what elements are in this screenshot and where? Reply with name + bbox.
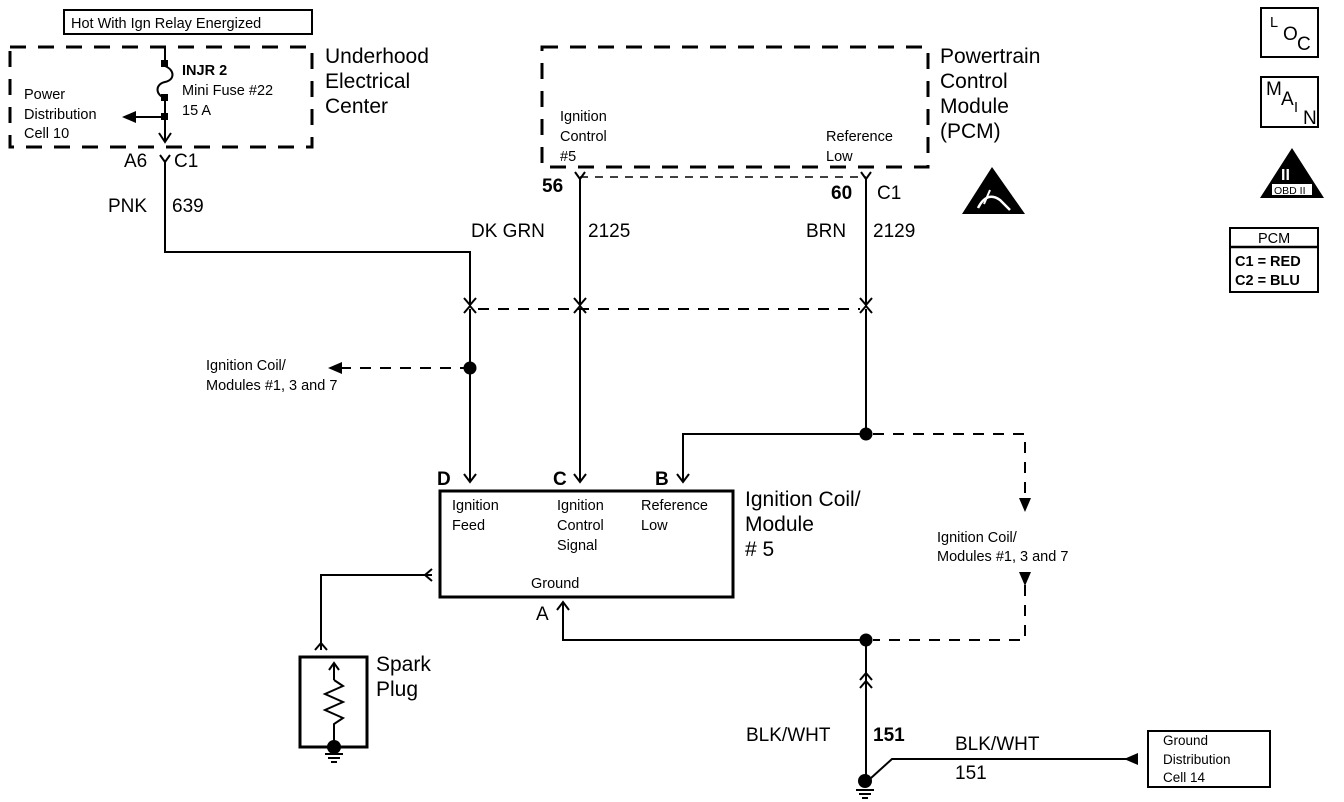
svg-text:C: C bbox=[1297, 34, 1311, 55]
relay-energized-text: Hot With Ign Relay Energized bbox=[71, 16, 261, 32]
svg-text:O: O bbox=[1283, 24, 1298, 45]
ground-distribution-label: Ground Distribution Cell 14 bbox=[1163, 733, 1234, 785]
svg-text:A: A bbox=[1281, 89, 1294, 110]
esd-sensitive-icon bbox=[962, 167, 1025, 214]
reference-low-label: Reference Low bbox=[641, 498, 712, 534]
wire-to-pin-c bbox=[573, 309, 587, 484]
wire-circuit-2129: 2129 bbox=[873, 221, 915, 242]
svg-text:N: N bbox=[1303, 108, 1317, 129]
ignition-coil-module-5: D C B Ignition Feed Ignition Control Sig… bbox=[437, 469, 866, 599]
relay-energized-label: Hot With Ign Relay Energized bbox=[63, 9, 313, 35]
wire-circuit-639: 639 bbox=[172, 196, 204, 217]
svg-text:L: L bbox=[1270, 15, 1278, 31]
arrow-down-icon bbox=[463, 473, 477, 484]
spark-plug-label: Spark Plug bbox=[376, 653, 437, 701]
underhood-dashed-boundary bbox=[8, 45, 314, 149]
connector-a6-c1: A6 C1 bbox=[124, 151, 198, 172]
pin-a-label: A bbox=[536, 604, 549, 625]
underhood-title: Underhood Electrical Center bbox=[325, 45, 435, 118]
svg-text:M: M bbox=[1266, 79, 1282, 100]
coil-module-title: Ignition Coil/ Module # 5 bbox=[745, 488, 866, 561]
pcm-legend-title: PCM bbox=[1258, 231, 1290, 247]
pin-c-label: C bbox=[553, 469, 567, 490]
powertrain-control-module: Powertrain Control Module (PCM) Ignition… bbox=[540, 45, 1046, 204]
splice-right-label: Ignition Coil/ Modules #1, 3 and 7 bbox=[937, 530, 1068, 565]
pcm-legend-row: C2 = BLU bbox=[1235, 273, 1300, 289]
pcm-pin-56: 56 bbox=[542, 176, 563, 197]
connector-fork-icon bbox=[574, 171, 586, 181]
arrow-down-icon bbox=[676, 473, 690, 484]
coil-module-box bbox=[438, 489, 735, 599]
ignition-control-signal-label: Ignition Control Signal bbox=[557, 498, 608, 554]
power-distribution-label: Power Distribution Cell 10 bbox=[24, 87, 101, 142]
wire-to-pin-b: Ignition Coil/ Modules #1, 3 and 7 bbox=[676, 309, 1068, 641]
ignition-feed-label: Ignition Feed bbox=[452, 498, 503, 534]
arrow-left-icon bbox=[1124, 753, 1138, 765]
arrow-up-icon bbox=[556, 600, 570, 611]
wire-color-brn: BRN bbox=[806, 221, 846, 242]
wire-to-pin-a: A BLK/WHT 151 bbox=[536, 600, 905, 778]
connector-fork-icon bbox=[314, 641, 328, 651]
spark-plug: Spark Plug bbox=[298, 568, 437, 763]
main-icon[interactable]: M A I N bbox=[1260, 76, 1319, 129]
inline-harness-connector bbox=[463, 297, 873, 314]
wire-circuit-2125: 2125 bbox=[588, 221, 630, 242]
wire-color-pnk: PNK bbox=[108, 196, 147, 217]
ground-distribution-box bbox=[1147, 730, 1271, 788]
wire-pnk-639: PNK 639 bbox=[108, 162, 471, 305]
arrow-left-icon bbox=[328, 362, 342, 374]
arrow-down-icon bbox=[1019, 572, 1031, 586]
connector-pin-a6: A6 bbox=[124, 151, 147, 172]
ground-node: BLK/WHT 151 Ground Distribution Cell 14 bbox=[856, 730, 1271, 799]
pcm-connector-c1: C1 bbox=[877, 183, 901, 204]
underhood-electrical-center: Underhood Electrical Center INJR 2 Mini … bbox=[8, 45, 435, 149]
pcm-legend-row: C1 = RED bbox=[1235, 254, 1301, 270]
connector-fork-icon bbox=[573, 304, 587, 314]
wire-color-blk-wht: BLK/WHT bbox=[746, 725, 831, 746]
arrow-down-icon bbox=[1019, 498, 1031, 512]
fuse-icon bbox=[156, 47, 174, 144]
svg-text:OBD II: OBD II bbox=[1274, 185, 1306, 197]
loc-icon[interactable]: L O C bbox=[1260, 7, 1319, 58]
arrow-left-icon bbox=[122, 111, 136, 123]
connector-fork-icon bbox=[159, 154, 171, 164]
pin-d-label: D bbox=[437, 469, 451, 490]
wire-color-dk-grn: DK GRN bbox=[471, 221, 545, 242]
obd-ii-icon[interactable]: II OBD II bbox=[1260, 148, 1324, 198]
wire-color-blk-wht-horizontal: BLK/WHT bbox=[955, 734, 1040, 755]
svg-text:I: I bbox=[1294, 100, 1298, 116]
pcm-connector-legend: PCM C1 = RED C2 = BLU bbox=[1229, 227, 1319, 293]
pcm-title: Powertrain Control Module (PCM) bbox=[940, 45, 1046, 143]
ground-label: Ground bbox=[531, 576, 579, 592]
connector-fork-icon bbox=[859, 304, 873, 314]
splice-dot bbox=[859, 427, 873, 441]
connector-fork-icon bbox=[859, 679, 873, 689]
wire-to-spark-plug bbox=[320, 574, 432, 650]
wire-circuit-151: 151 bbox=[873, 725, 905, 746]
connector-fork-icon bbox=[859, 671, 873, 681]
arrow-up-icon bbox=[328, 661, 340, 671]
pcm-dashed-boundary bbox=[540, 45, 930, 169]
resistor-icon bbox=[322, 679, 346, 742]
arrow-down-icon bbox=[573, 473, 587, 484]
pcm-reference-low-label: Reference Low bbox=[826, 129, 897, 165]
pcm-ignition-control-label: Ignition Control #5 bbox=[560, 109, 611, 165]
connector-fork-icon bbox=[463, 304, 477, 314]
pin-b-label: B bbox=[655, 469, 669, 490]
splice-left-label: Ignition Coil/ Modules #1, 3 and 7 bbox=[206, 358, 337, 394]
pcm-pin-60: 60 bbox=[831, 183, 852, 204]
wire-circuit-151-horizontal: 151 bbox=[955, 763, 987, 784]
wire-brn-2129: BRN 2129 bbox=[806, 179, 915, 305]
wire-dk-grn-2125: DK GRN 2125 bbox=[471, 179, 630, 305]
splice-dot bbox=[463, 361, 477, 375]
connector-id-c1: C1 bbox=[174, 151, 198, 172]
svg-text:II: II bbox=[1281, 167, 1290, 184]
wire-to-pin-d: Ignition Coil/ Modules #1, 3 and 7 bbox=[206, 309, 477, 484]
fuse-label: INJR 2 Mini Fuse #22 15 A bbox=[182, 63, 277, 119]
connector-fork-icon bbox=[423, 568, 433, 582]
connector-fork-icon bbox=[860, 171, 872, 181]
